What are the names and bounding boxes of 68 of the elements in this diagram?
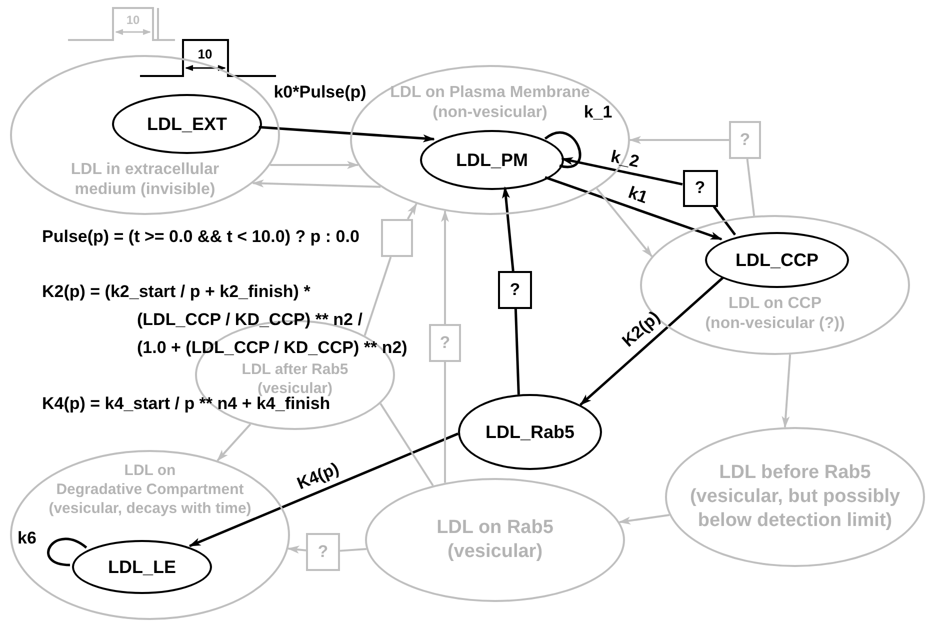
node-label: LDL before Rab5 (vesicular, but possibly below detection limit) <box>690 461 900 533</box>
node-label: LDL on CCP (non-vesicular (?)) <box>705 294 845 334</box>
arrow <box>406 202 418 220</box>
question-box <box>682 170 718 206</box>
connector-line <box>380 403 434 486</box>
edge-label: k1 <box>626 184 650 206</box>
arrow <box>580 276 724 406</box>
node-label: ? <box>694 177 706 199</box>
dimension-label: 10 <box>198 48 212 60</box>
question-box <box>498 271 532 309</box>
formula-text: K4(p) = k4_start / p ** n4 + k4_finish <box>42 395 330 412</box>
arrow <box>782 354 792 428</box>
connector-line <box>712 206 736 236</box>
question-box <box>381 219 413 257</box>
arrow <box>544 176 722 240</box>
node-label: ? <box>740 129 750 151</box>
edge-label: K4(p) <box>294 460 342 492</box>
arrow <box>561 157 683 186</box>
question-box <box>306 533 340 571</box>
connector-line <box>444 362 446 483</box>
node-label: LDL_PM <box>456 148 528 172</box>
self-loop-line <box>47 538 88 566</box>
question-box <box>729 121 761 159</box>
edge-label: k_2 <box>609 148 641 170</box>
arrow <box>441 210 449 324</box>
question-box <box>429 324 461 362</box>
node-label: ? <box>318 541 328 563</box>
edge-label: k6 <box>18 530 36 546</box>
edge-label: k0*Pulse(p) <box>274 84 366 100</box>
arrow <box>629 136 729 144</box>
dimension-label: 10 <box>126 14 140 26</box>
ellipse-node <box>665 427 925 567</box>
node-label: LDL_LE <box>108 556 176 578</box>
arrow <box>618 514 670 525</box>
arrow <box>188 432 459 548</box>
arrow <box>252 179 381 188</box>
connector-line <box>514 308 520 395</box>
connector-line <box>364 256 392 336</box>
node-label: ? <box>510 279 520 301</box>
formula-text: (1.0 + (LDL_CCP / KD_CCP) ** n2) <box>137 339 408 356</box>
formula-text: (LDL_CCP / KD_CCP) ** n2 / <box>137 311 362 328</box>
ellipse-node <box>365 478 625 602</box>
ellipse-node <box>72 540 212 594</box>
edge-label: k_1 <box>584 104 612 120</box>
node-label: LDL_Rab5 <box>485 420 574 444</box>
formula-text: K2(p) = (k2_start / p + k2_finish) * <box>42 283 310 300</box>
node-label: LDL_CCP <box>735 248 818 272</box>
node-label: LDL_EXT <box>146 112 227 136</box>
arrow <box>216 424 252 462</box>
node-label: ? <box>440 332 450 354</box>
arrow <box>596 188 653 258</box>
arrow <box>287 546 306 554</box>
arrow <box>258 126 435 142</box>
connector-line <box>340 548 366 552</box>
arrow <box>502 186 514 272</box>
ellipse-node <box>458 394 602 470</box>
ellipse-node <box>420 130 564 190</box>
node-label: LDL after Rab5 (vesicular) <box>242 361 348 397</box>
node-label: LDL on Rab5 (vesicular) <box>436 516 554 564</box>
connector-line <box>746 158 756 216</box>
self-loop-line <box>544 131 582 168</box>
formula-text: Pulse(p) = (t >= 0.0 && t < 10.0) ? p : 0.0 <box>42 228 360 245</box>
ellipse-node <box>705 232 849 288</box>
node-label: LDL on Degradative Compartment (vesicular, decays with time) <box>48 462 252 518</box>
ellipse-node <box>10 450 290 620</box>
arrow <box>270 161 359 169</box>
node-label: LDL in extracellular medium (invisible) <box>70 160 220 200</box>
ellipse-node <box>112 94 262 154</box>
